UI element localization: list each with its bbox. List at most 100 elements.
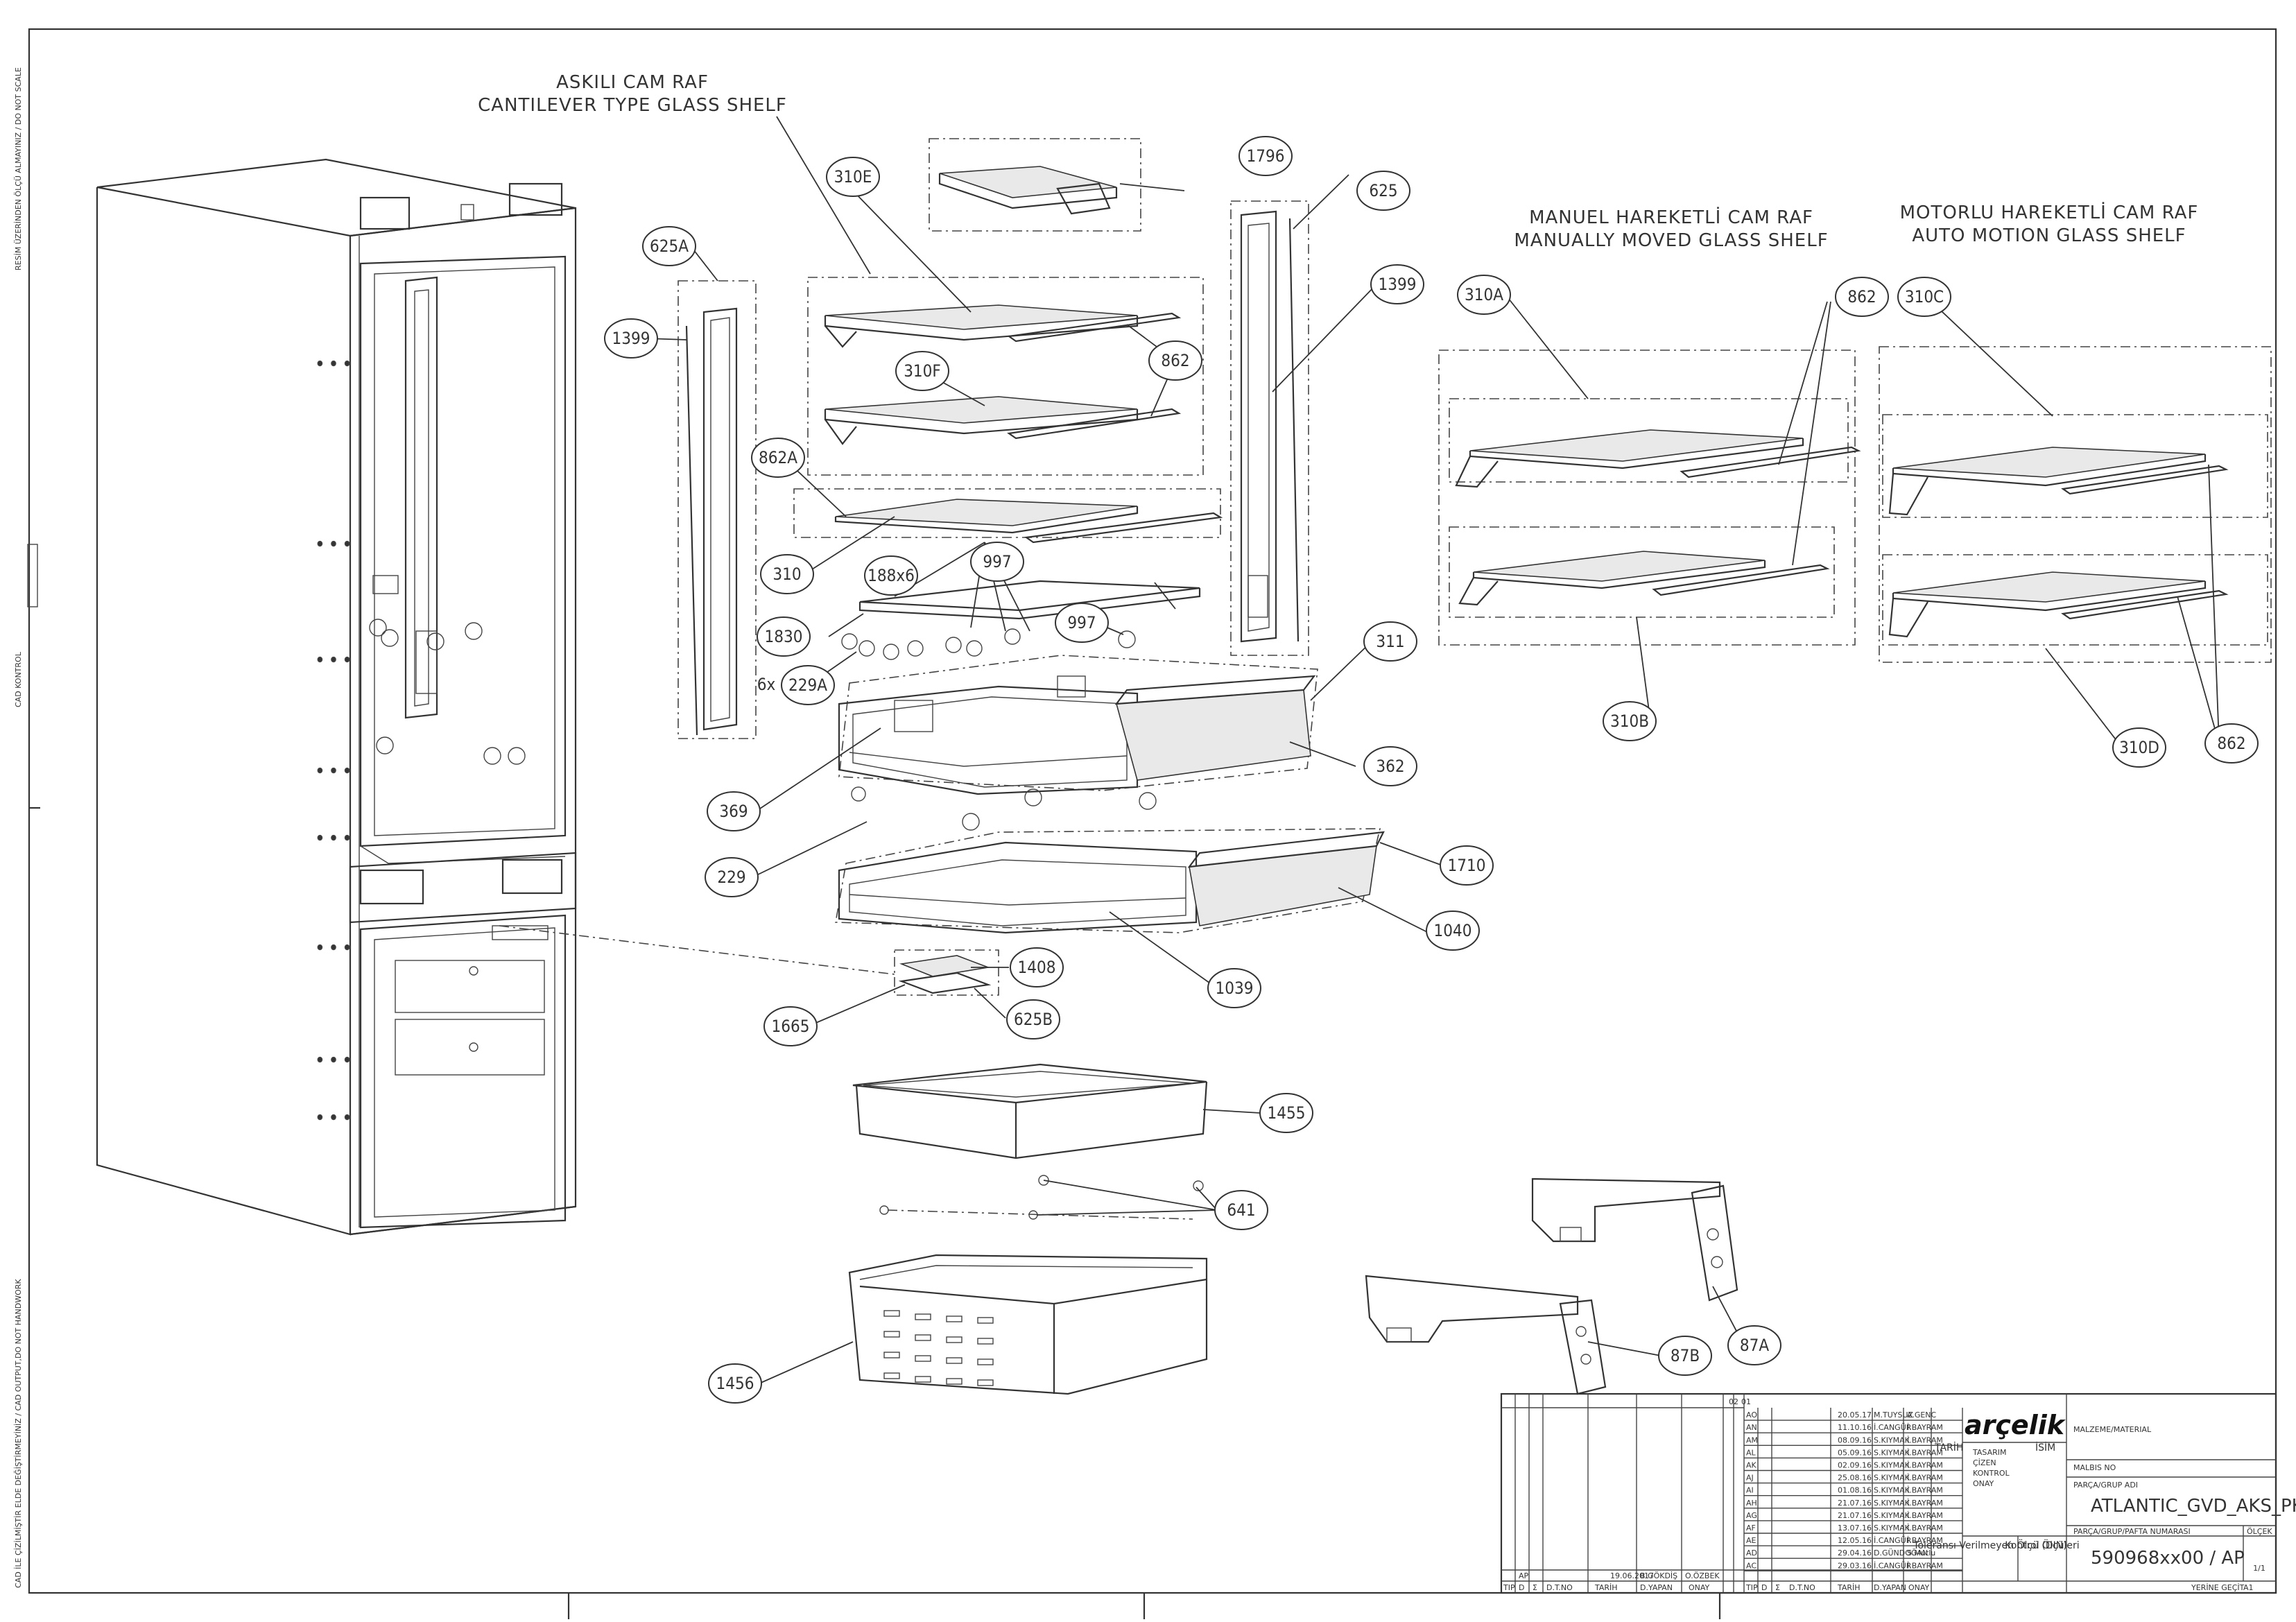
- revision-appr: İ.BAYRAM: [1907, 1435, 1943, 1444]
- revision-rev: AD: [1746, 1548, 1757, 1558]
- revision-rev: AK: [1746, 1461, 1757, 1470]
- revision-date: 25.08.16: [1838, 1474, 1872, 1483]
- title-motor-tr: MOTORLU HAREKETLİ CAM RAF: [1900, 201, 2199, 223]
- svg-text:• • •: • • •: [316, 1051, 352, 1070]
- svg-text:02: 02: [1729, 1397, 1738, 1406]
- cabinet-body: • • • • • • • • • • • • • • • • • • • • …: [96, 158, 577, 1236]
- svg-text:TARİH: TARİH: [1934, 1441, 1963, 1453]
- revision-rev: AE: [1746, 1536, 1756, 1545]
- screws-641: [879, 1175, 1204, 1220]
- svg-text:Σ: Σ: [1533, 1583, 1537, 1592]
- revision-appr: İ.BAYRAM: [1907, 1474, 1943, 1483]
- drawer-1039: [838, 841, 1198, 934]
- svg-text:01: 01: [1741, 1397, 1751, 1406]
- bin-1455: [852, 1063, 1208, 1159]
- callout-997-upper: 997: [983, 552, 1011, 571]
- svg-text:• • •: • • •: [316, 650, 352, 670]
- callout-87a: 87A: [1740, 1336, 1769, 1355]
- leader-lines: [646, 174, 2220, 1384]
- revision-by: S.KIYMAK: [1874, 1474, 1910, 1483]
- title-block: 02 01 AP 19.06.2017 B.GÖKDİŞ O.ÖZBEK TIP…: [1500, 1392, 2296, 1594]
- svg-text:MALZEME/MATERIAL: MALZEME/MATERIAL: [2073, 1425, 2152, 1434]
- svg-text:MALBIS NO: MALBIS NO: [2073, 1463, 2116, 1472]
- callout-6x: 6x: [757, 675, 776, 694]
- callout-1456: 1456: [716, 1374, 754, 1393]
- revision-rev: AC: [1746, 1561, 1756, 1570]
- shelf-310: [834, 499, 1223, 544]
- callout-87b: 87B: [1671, 1346, 1700, 1365]
- svg-text:19.06.2017: 19.06.2017: [1610, 1571, 1654, 1580]
- callout-310f: 310F: [904, 361, 941, 381]
- drawer-front-1040: [1187, 831, 1385, 926]
- revision-date: 20.05.17: [1838, 1410, 1872, 1420]
- revision-appr: İ.BAYRAM: [1907, 1423, 1943, 1432]
- callout-625: 625: [1369, 181, 1397, 200]
- revision-date: 02.09.16: [1838, 1461, 1872, 1470]
- svg-text:PARÇA/GRUP ADI: PARÇA/GRUP ADI: [2073, 1481, 2138, 1490]
- part-number: 590968xx00 / AP: [2091, 1548, 2245, 1569]
- callout-862-manual: 862: [1847, 287, 1876, 307]
- callout-310e: 310E: [834, 167, 872, 187]
- svg-text:TARİH: TARİH: [1837, 1583, 1861, 1592]
- svg-text:KONTROL: KONTROL: [1973, 1469, 2010, 1478]
- svg-text:D: D: [1519, 1583, 1524, 1592]
- svg-text:D.YAPAN: D.YAPAN: [1640, 1583, 1673, 1592]
- shelf-310f: [824, 396, 1182, 445]
- arcelik-logo: arçelik: [1965, 1410, 2066, 1440]
- svg-text:• • •: • • •: [316, 829, 352, 848]
- svg-text:B.GÖKDİŞ: B.GÖKDİŞ: [1640, 1571, 1677, 1580]
- callout-862a: 862A: [759, 448, 797, 467]
- revision-by: S.KIYMAK: [1874, 1461, 1910, 1470]
- crisper-drawer-311: [838, 675, 1139, 795]
- svg-text:TIP: TIP: [1503, 1583, 1515, 1592]
- revision-rev: AH: [1746, 1499, 1757, 1508]
- callout-862-upper: 862: [1161, 351, 1189, 370]
- svg-text:• • •: • • •: [316, 1108, 352, 1128]
- callout-625b: 625B: [1014, 1010, 1053, 1029]
- revision-appr: İ.BAYRAM: [1907, 1561, 1943, 1570]
- svg-text:D.T.NO: D.T.NO: [1789, 1583, 1815, 1592]
- svg-text:ÖLÇEK: ÖLÇEK: [2247, 1527, 2272, 1536]
- svg-text:ÇİZEN: ÇİZEN: [1973, 1458, 1996, 1467]
- revision-date: 21.07.16: [1838, 1511, 1872, 1520]
- svg-text:ONAY: ONAY: [1908, 1583, 1930, 1592]
- side-rail-625: [1240, 210, 1300, 643]
- svg-text:O.ÖZBEK: O.ÖZBEK: [1685, 1571, 1720, 1580]
- callout-310a: 310A: [1465, 285, 1503, 304]
- svg-text:• • •: • • •: [316, 938, 352, 958]
- revision-date: 13.07.16: [1838, 1524, 1872, 1533]
- revision-appr: İ.BAYRAM: [1907, 1461, 1943, 1470]
- side-rail-625a: [685, 307, 738, 736]
- margin-note-scale: RESİM ÜZERİNDEN ÖLÇÜ ALMAYINIZ / DO NOT …: [14, 67, 23, 270]
- svg-text:ONAY: ONAY: [1973, 1479, 1994, 1488]
- callout-1710: 1710: [1448, 856, 1486, 875]
- svg-text:• • •: • • •: [316, 761, 352, 781]
- shelf-310c: [1888, 447, 2229, 516]
- revision-by: S.KIYMAK: [1874, 1448, 1910, 1457]
- revision-by: M.TUYSUZ: [1874, 1410, 1913, 1420]
- svg-text:D.YAPAN: D.YAPAN: [1874, 1583, 1906, 1592]
- revision-by: İ.CANGÜR: [1874, 1423, 1912, 1432]
- sheet-frame: [28, 28, 2277, 1594]
- shelf-310e: [824, 304, 1182, 348]
- svg-text:PARÇA/GRUP/PAFTA NUMARASI: PARÇA/GRUP/PAFTA NUMARASI: [2073, 1527, 2191, 1536]
- revision-rev: AO: [1746, 1410, 1757, 1420]
- revision-date: 05.09.16: [1838, 1448, 1872, 1457]
- svg-text:Toleransı Verilmeyen Ölçü (DIN: Toleransı Verilmeyen Ölçü (DIN): [1913, 1539, 2066, 1551]
- callout-310: 310: [772, 564, 801, 584]
- revision-rev: AJ: [1746, 1474, 1754, 1483]
- callouts: 625A 1399 310E 310F 862 862A 310 188x6 9…: [604, 136, 2259, 1404]
- title-manual-en: MANUALLY MOVED GLASS SHELF: [1514, 230, 1828, 251]
- revision-appr: İ.BAYRAM: [1907, 1486, 1943, 1495]
- callout-310c: 310C: [1905, 287, 1944, 307]
- revision-date: 01.08.16: [1838, 1486, 1872, 1495]
- svg-text:D: D: [1761, 1583, 1767, 1592]
- callout-625a: 625A: [650, 236, 689, 256]
- svg-text:D.T.NO: D.T.NO: [1546, 1583, 1573, 1592]
- callout-1399-right: 1399: [1379, 275, 1417, 294]
- cover-1796: [938, 166, 1118, 215]
- basket-1456: [848, 1254, 1208, 1395]
- bracket-1665: [898, 955, 992, 994]
- revision-date: 29.04.16: [1838, 1548, 1872, 1558]
- revision-rev: AF: [1746, 1524, 1756, 1533]
